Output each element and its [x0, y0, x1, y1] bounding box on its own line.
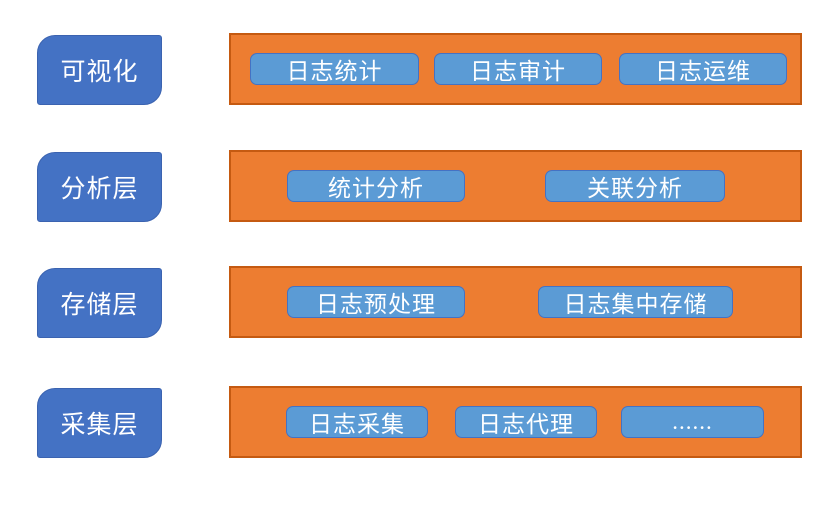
- layer-band-collection: 日志采集 日志代理 ......: [229, 386, 802, 458]
- module-chip-log-statistics: 日志统计: [250, 53, 419, 85]
- module-chip-text: 日志代理: [478, 412, 574, 437]
- layer-label-visualization: 可视化: [37, 35, 162, 105]
- module-chip-text: 日志运维: [655, 59, 751, 84]
- module-chip-log-preprocessing: 日志预处理: [287, 286, 465, 318]
- layer-band-analysis: 统计分析 关联分析: [229, 150, 802, 222]
- module-chip-text: 日志采集: [309, 412, 405, 437]
- layer-label-collection: 采集层: [37, 388, 162, 458]
- layer-row-visualization: 可视化 日志统计 日志审计 日志运维: [0, 33, 840, 105]
- module-chip-ellipsis: ......: [621, 406, 764, 438]
- layer-label-text: 采集层: [60, 412, 139, 439]
- module-chip-statistical-analysis: 统计分析: [287, 170, 465, 202]
- layer-row-storage: 存储层 日志预处理 日志集中存储: [0, 266, 840, 338]
- module-chip-log-centralized-storage: 日志集中存储: [538, 286, 733, 318]
- layer-label-text: 分析层: [60, 176, 139, 203]
- layer-label-text: 可视化: [60, 59, 139, 86]
- module-chip-log-collection: 日志采集: [286, 406, 428, 438]
- layer-band-visualization: 日志统计 日志审计 日志运维: [229, 33, 802, 105]
- module-chip-log-audit: 日志审计: [434, 53, 602, 85]
- layer-label-storage: 存储层: [37, 268, 162, 338]
- layer-label-text: 存储层: [60, 292, 139, 319]
- layer-band-storage: 日志预处理 日志集中存储: [229, 266, 802, 338]
- module-chip-text: 统计分析: [328, 176, 424, 201]
- module-chip-text: ......: [672, 409, 713, 434]
- layer-row-analysis: 分析层 统计分析 关联分析: [0, 150, 840, 222]
- module-chip-text: 关联分析: [587, 176, 683, 201]
- module-chip-text: 日志预处理: [316, 292, 436, 317]
- module-chip-log-operations: 日志运维: [619, 53, 787, 85]
- layer-row-collection: 采集层 日志采集 日志代理 ......: [0, 386, 840, 458]
- module-chip-text: 日志统计: [286, 59, 383, 84]
- module-chip-text: 日志审计: [470, 59, 566, 84]
- layer-label-analysis: 分析层: [37, 152, 162, 222]
- module-chip-log-agent: 日志代理: [455, 406, 597, 438]
- module-chip-correlation-analysis: 关联分析: [545, 170, 725, 202]
- module-chip-text: 日志集中存储: [563, 292, 708, 317]
